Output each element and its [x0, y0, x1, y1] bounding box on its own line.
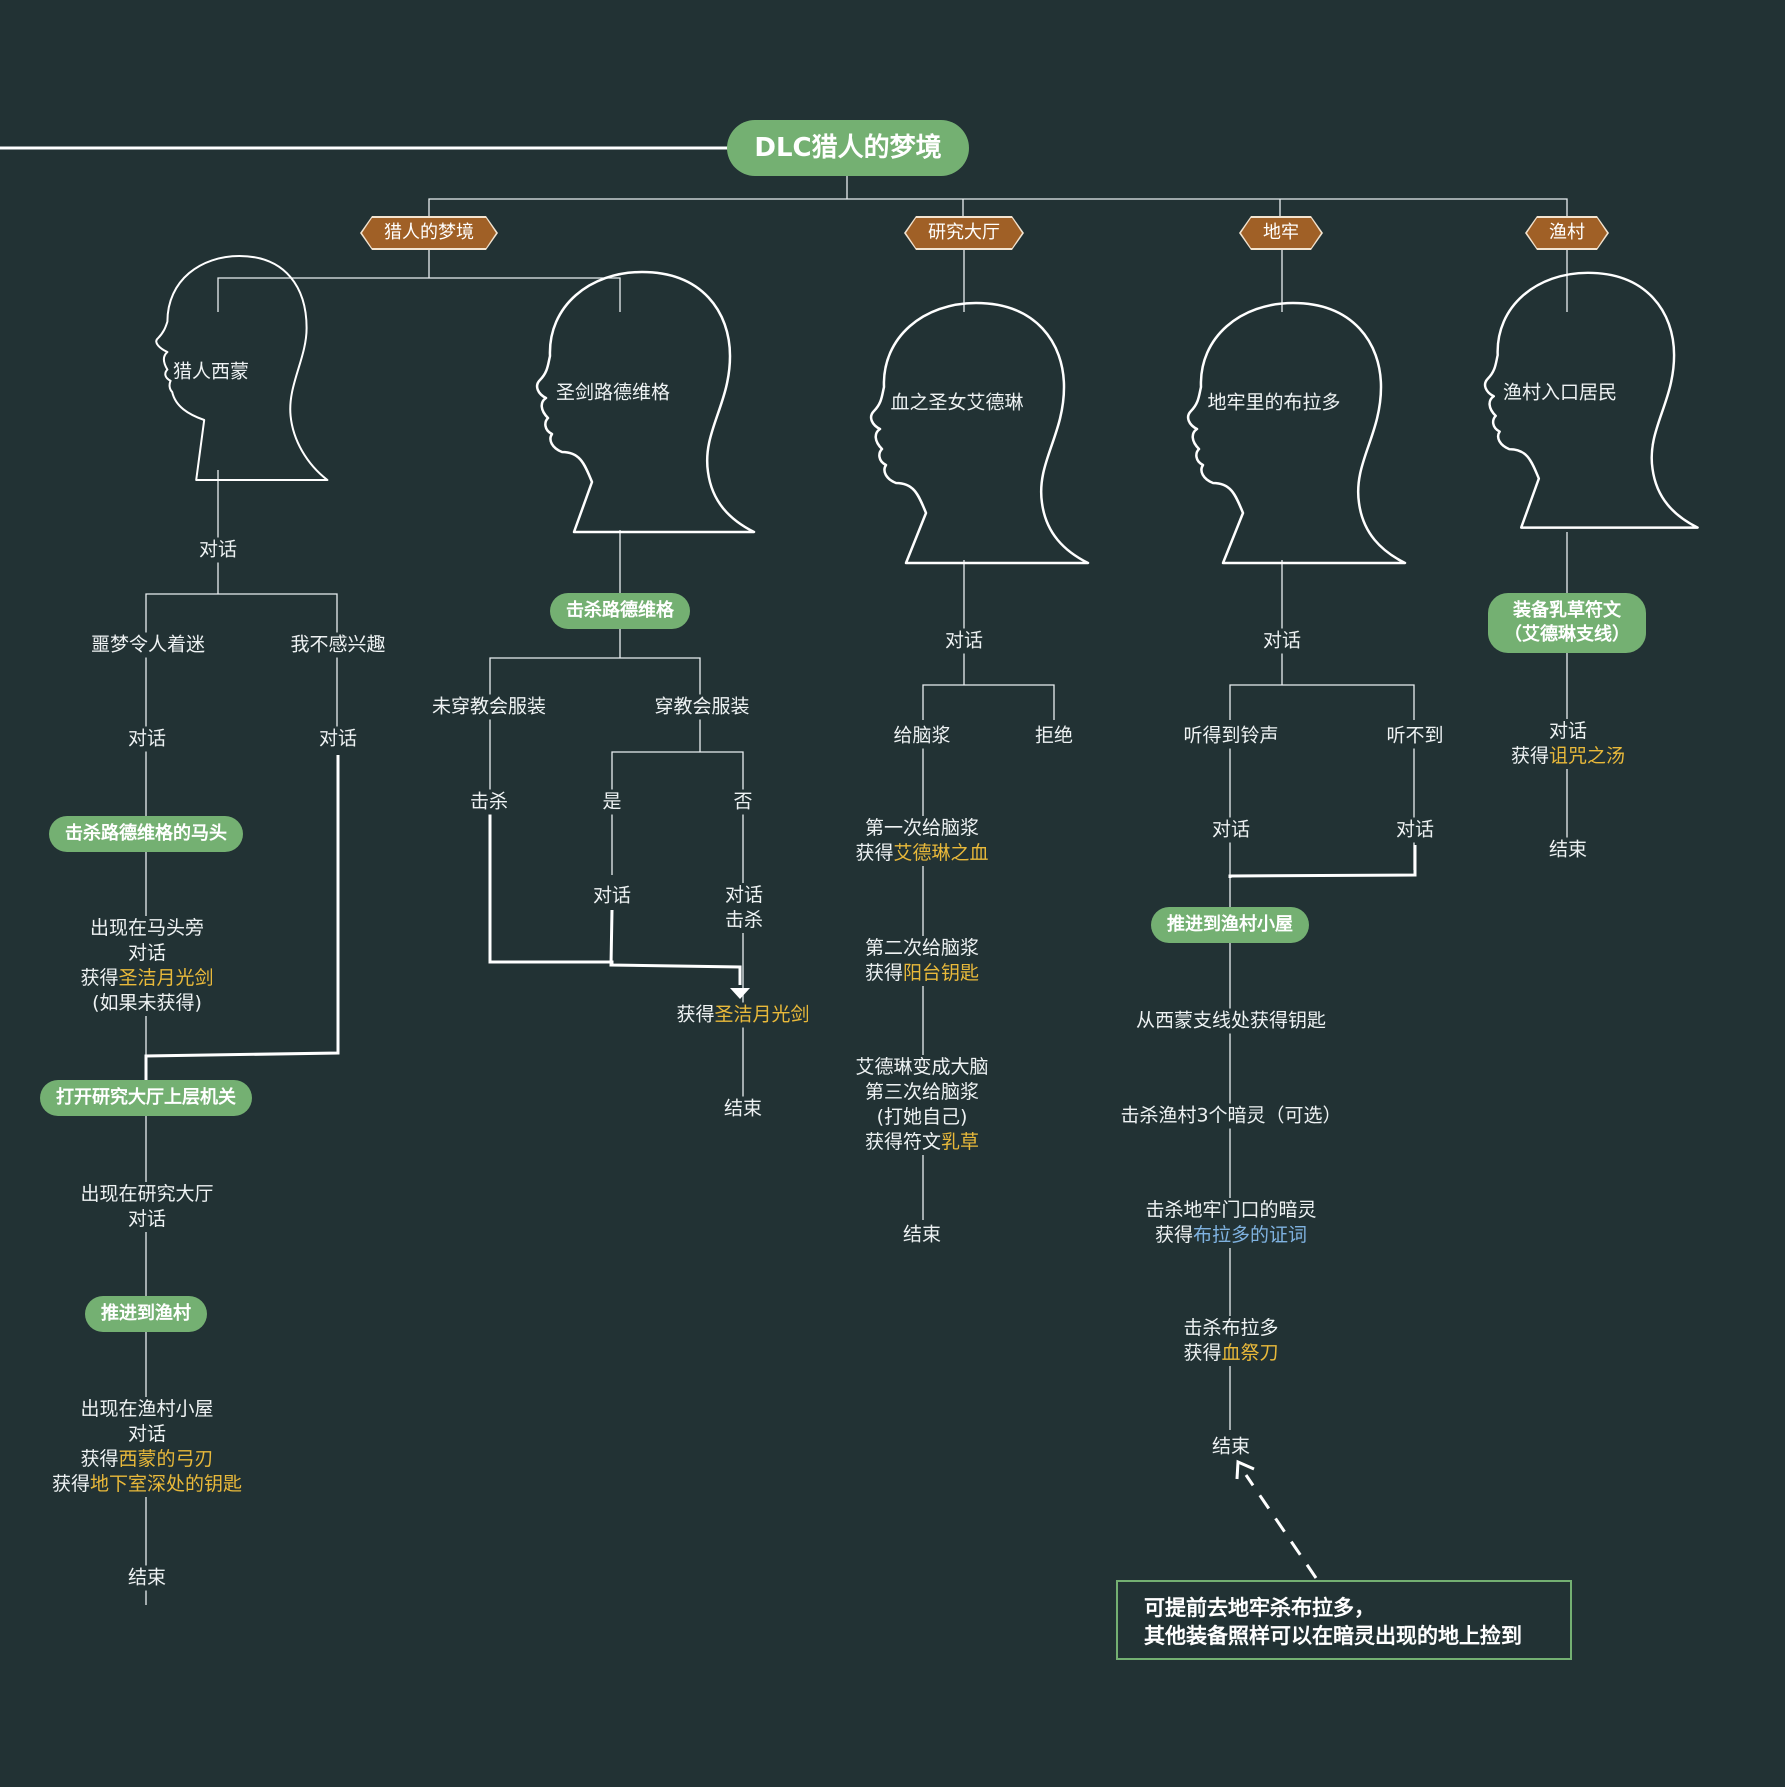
category-lecture-hall: 研究大厅	[904, 216, 1024, 250]
simon-appear-horse: 出现在马头旁 对话 获得圣洁月光剑 (如果未获得)	[77, 916, 217, 1016]
simon-appear-lecture: 出现在研究大厅 对话	[77, 1182, 217, 1232]
ludwig-option-no-church-garb: 未穿教会服装	[428, 694, 550, 720]
brador-option-hear-bell: 听得到铃声	[1180, 723, 1282, 749]
root-topic: DLC猎人的梦境	[727, 120, 969, 176]
head-icon	[1483, 271, 1699, 529]
adeline-talk: 对话	[941, 628, 987, 654]
brador-talk-b: 对话	[1392, 817, 1438, 843]
ludwig-get-sword: 获得圣洁月光剑	[673, 1002, 813, 1028]
ludwig-no: 否	[730, 789, 756, 815]
brador-talk: 对话	[1259, 628, 1305, 654]
adeline-step-first: 第一次给脑浆 获得艾德琳之血	[852, 816, 992, 866]
ludwig-pill-kill: 击杀路德维格	[550, 593, 690, 629]
adeline-option-refuse: 拒绝	[1031, 723, 1077, 749]
category-label: 研究大厅	[906, 218, 1022, 248]
category-fishing-village: 渔村	[1525, 216, 1609, 250]
head-icon	[535, 270, 756, 534]
head-label-simon: 猎人西蒙	[172, 360, 250, 383]
adeline-step-third: 艾德琳变成大脑 第三次给脑浆 (打她自己) 获得符文乳草	[852, 1055, 992, 1155]
category-label: 渔村	[1527, 218, 1607, 248]
note-callout: 可提前去地牢杀布拉多， 其他装备照样可以在暗灵出现的地上捡到	[1116, 1580, 1572, 1660]
head-icon	[1186, 301, 1407, 565]
villager-pill-equip-milkweed: 装备乳草符文 （艾德琳支线）	[1488, 593, 1646, 653]
simon-pill-kill-horse-head: 击杀路德维格的马头	[49, 816, 243, 852]
brador-step-kill-gate-phantom: 击杀地牢门口的暗灵 获得布拉多的证词	[1142, 1198, 1320, 1248]
brador-step-kill-brador: 击杀布拉多 获得血祭刀	[1180, 1316, 1282, 1366]
item-cursed-soup: 诅咒之汤	[1549, 745, 1626, 767]
brador-step-get-key: 从西蒙支线处获得钥匙	[1132, 1008, 1330, 1034]
adeline-step-second: 第二次给脑浆 获得阳台钥匙	[861, 936, 983, 986]
item-bloodletter: 血祭刀	[1221, 1342, 1279, 1364]
head-label-adeline: 血之圣女艾德琳	[890, 391, 1024, 414]
category-label: 地牢	[1241, 218, 1321, 248]
brador-pill-advance-village-hut: 推进到渔村小屋	[1151, 907, 1309, 943]
brador-end: 结束	[1208, 1434, 1254, 1460]
simon-talk-b: 对话	[315, 726, 361, 752]
ludwig-end: 结束	[720, 1096, 766, 1122]
item-adeline-blood: 艾德琳之血	[893, 842, 989, 864]
category-label: 猎人的梦境	[362, 218, 496, 248]
villager-end: 结束	[1545, 837, 1591, 863]
ludwig-talk: 对话	[589, 883, 635, 909]
villager-talk: 对话 获得诅咒之汤	[1507, 719, 1629, 769]
simon-option-fascinated: 噩梦令人着迷	[87, 632, 209, 658]
item-moonlight-sword: 圣洁月光剑	[118, 967, 214, 989]
head-label-ludwig: 圣剑路德维格	[555, 381, 671, 404]
simon-option-not-interested: 我不感兴趣	[287, 632, 389, 658]
item-brador-testimony: 布拉多的证词	[1192, 1224, 1308, 1246]
simon-pill-advance-village: 推进到渔村	[85, 1296, 207, 1332]
simon-end: 结束	[124, 1565, 170, 1591]
item-simon-bowblade: 西蒙的弓刃	[118, 1448, 214, 1470]
item-underground-key: 地下室深处的钥匙	[90, 1473, 243, 1495]
ludwig-kill: 击杀	[466, 789, 512, 815]
adeline-option-give-brain-fluid: 给脑浆	[890, 723, 954, 749]
item-moonlight-sword: 圣洁月光剑	[714, 1003, 810, 1026]
category-dungeon: 地牢	[1239, 216, 1323, 250]
simon-talk-a: 对话	[124, 726, 170, 752]
ludwig-yes: 是	[599, 789, 625, 815]
head-icon	[155, 254, 329, 482]
ludwig-option-church-garb: 穿教会服装	[651, 694, 753, 720]
category-dream: 猎人的梦境	[360, 216, 498, 250]
ludwig-talk-kill: 对话 击杀	[721, 883, 767, 933]
simon-talk: 对话	[195, 537, 241, 563]
head-label-brador: 地牢里的布拉多	[1207, 391, 1341, 414]
simon-appear-village: 出现在渔村小屋 对话 获得西蒙的弓刃 获得地下室深处的钥匙	[48, 1397, 246, 1497]
head-label-villager: 渔村入口居民	[1502, 381, 1618, 404]
simon-pill-open-lecture-mechanism: 打开研究大厅上层机关	[40, 1080, 252, 1116]
brador-step-kill-phantoms: 击杀渔村3个暗灵（可选）	[1117, 1103, 1345, 1129]
brador-talk-a: 对话	[1208, 817, 1254, 843]
item-balcony-key: 阳台钥匙	[903, 962, 980, 984]
brador-option-cannot-hear: 听不到	[1383, 723, 1447, 749]
head-icon	[869, 301, 1090, 565]
item-milkweed-rune: 乳草	[940, 1131, 980, 1153]
adeline-end: 结束	[899, 1222, 945, 1248]
